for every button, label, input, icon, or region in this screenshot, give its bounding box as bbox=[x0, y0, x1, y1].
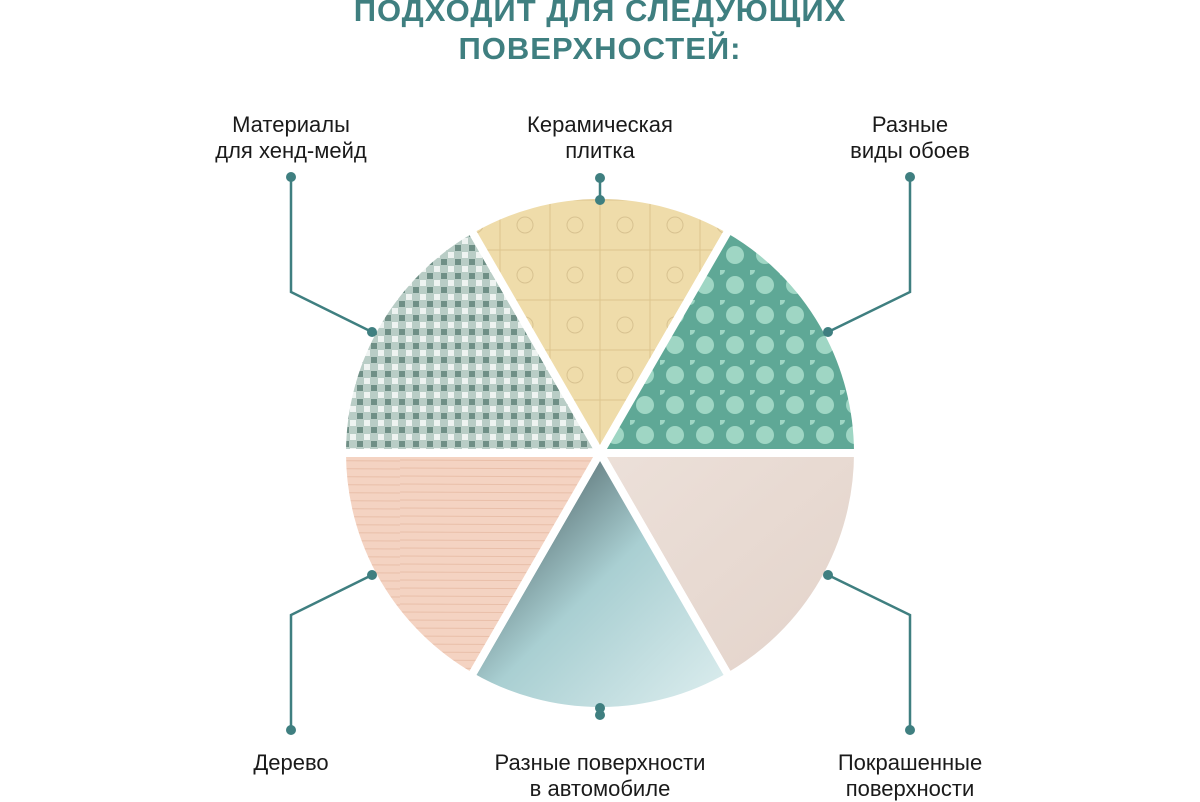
slice-painted bbox=[596, 449, 862, 681]
callout-dot bbox=[595, 173, 605, 183]
callout-handmade bbox=[289, 177, 373, 334]
label-line: Дерево bbox=[253, 750, 329, 775]
callout-dot bbox=[286, 725, 296, 735]
callout-dot bbox=[286, 172, 296, 182]
callout-dot bbox=[367, 327, 377, 337]
slice-handmade bbox=[338, 225, 604, 457]
callout-dot bbox=[823, 570, 833, 580]
callout-dot bbox=[905, 725, 915, 735]
title-line-1: ПОДХОДИТ ДЛЯ СЛЕДУЮЩИХ bbox=[353, 0, 847, 28]
label-line: виды обоев bbox=[850, 138, 970, 163]
callout-dot bbox=[367, 570, 377, 580]
callout-wood bbox=[289, 573, 373, 730]
label-wood: Дерево bbox=[141, 750, 441, 776]
label-line: для хенд-мейд bbox=[215, 138, 367, 163]
callout-dot bbox=[823, 327, 833, 337]
label-line: Разные поверхности bbox=[494, 750, 706, 775]
label-line: Материалы bbox=[232, 112, 350, 137]
slice-wallpaper bbox=[596, 225, 862, 457]
label-line: поверхности bbox=[845, 776, 975, 801]
callout-dot bbox=[595, 710, 605, 720]
callout-wallpaper bbox=[827, 177, 912, 334]
label-line: Разные bbox=[871, 112, 949, 137]
page-title: ПОДХОДИТ ДЛЯ СЛЕДУЮЩИХ ПОВЕРХНОСТЕЙ: bbox=[0, 0, 1200, 68]
callout-dot bbox=[905, 172, 915, 182]
label-line: Керамическая bbox=[527, 112, 673, 137]
slice-wood bbox=[338, 449, 604, 681]
label-line: в автомобиле bbox=[529, 776, 671, 801]
callout-painted bbox=[827, 573, 912, 730]
label-line: плитка bbox=[565, 138, 635, 163]
callout-dot bbox=[595, 703, 605, 713]
label-line: Покрашенные bbox=[837, 750, 983, 775]
callout-dot bbox=[595, 195, 605, 205]
title-line-2: ПОВЕРХНОСТЕЙ: bbox=[458, 31, 742, 66]
